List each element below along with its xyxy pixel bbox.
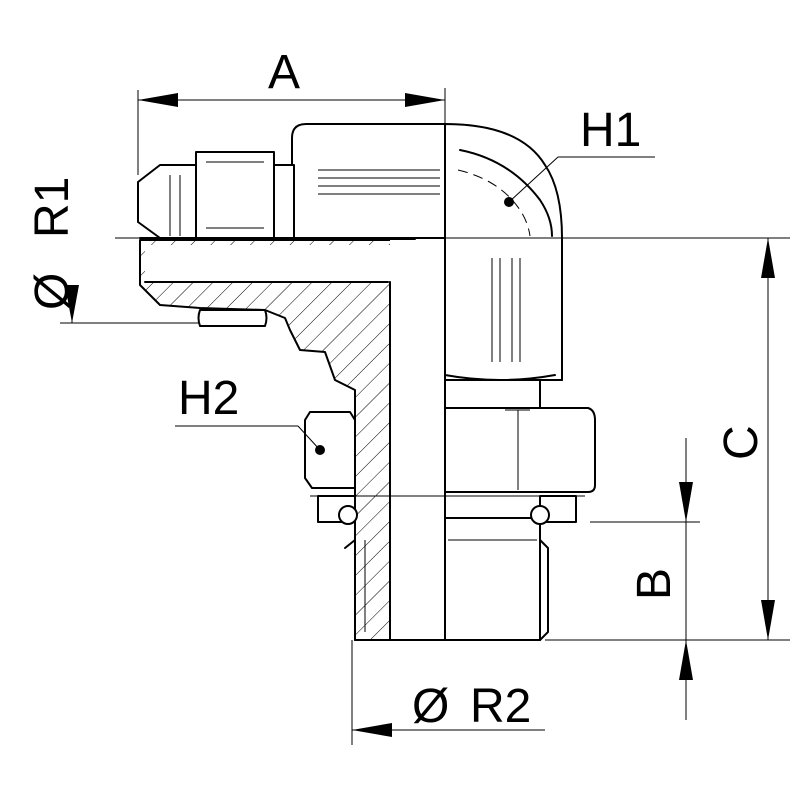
leader-h2: H2 [175, 372, 325, 455]
h1-leader-dot [504, 197, 514, 207]
h2-label: H2 [178, 372, 239, 425]
dimension-c: C [545, 238, 790, 641]
dim-r2-arrow [352, 723, 392, 737]
dim-b-arrow-top [679, 482, 693, 522]
o-ring-right [530, 505, 550, 525]
vertical-bore [390, 240, 445, 640]
dim-c-arrow-bottom [761, 600, 775, 640]
dim-a-label: A [268, 46, 300, 99]
dimension-r2: Ø R2 [351, 640, 545, 745]
dim-r1-label: R1 [26, 177, 79, 238]
lock-nut-right [444, 407, 596, 493]
dim-a-arrow-right [405, 93, 445, 107]
dim-a-arrow-left [138, 93, 178, 107]
dim-r1-arrow [65, 285, 79, 323]
elbow-outline [444, 123, 563, 381]
elbow-dash-arc [457, 169, 531, 237]
stud-right-chamfer [539, 539, 549, 641]
dim-b-label: B [628, 568, 681, 600]
section-hatch [140, 240, 415, 640]
upper-thread-end [137, 164, 201, 239]
h1-leader-diagonal [508, 156, 559, 203]
upper-thread-collar [195, 151, 275, 239]
dim-c-label: C [715, 425, 768, 460]
h2-leader-dot [315, 445, 325, 455]
dim-r2-label: R2 [470, 680, 531, 733]
dim-r2-diameter-symbol: Ø [412, 680, 449, 733]
seal-groove [197, 309, 268, 327]
h1-label: H1 [580, 104, 641, 157]
dim-c-arrow-top [761, 238, 775, 278]
h2-leader-diagonal [297, 425, 321, 451]
dimension-r1: R1 Ø [26, 177, 200, 324]
upper-body-outline [291, 123, 446, 239]
upper-thread-neck [273, 164, 295, 239]
elbow-inner-arc [459, 149, 553, 237]
leader-h1: H1 [504, 104, 655, 207]
lower-stud-left-chamfer [344, 539, 356, 549]
lock-nut-left [304, 411, 356, 489]
dimension-b: B [590, 438, 700, 720]
dim-r1-diameter-symbol: Ø [26, 273, 79, 310]
lower-stud [444, 517, 541, 641]
dimension-a: A [137, 46, 446, 175]
horizontal-bore [145, 245, 390, 281]
dim-b-arrow-bottom [679, 640, 693, 680]
o-ring-left [338, 505, 358, 525]
